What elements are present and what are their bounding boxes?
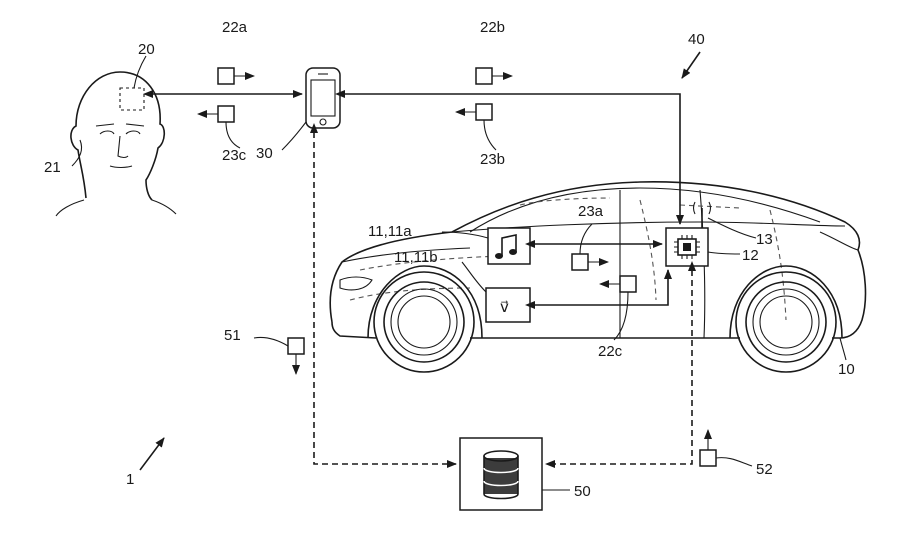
system-arrow-icon [139, 437, 165, 471]
label-23b: 23b [480, 151, 505, 168]
signal-23b [455, 103, 497, 151]
speed-device: v⃗ [485, 287, 531, 323]
signal-52 [699, 429, 753, 467]
rear-wheel [729, 265, 843, 373]
label-1: 1 [126, 471, 134, 488]
antenna-icon [692, 201, 712, 228]
music-device [487, 227, 531, 265]
label-23a: 23a [578, 203, 604, 220]
label-22c: 22c [598, 343, 623, 360]
database-icon [483, 450, 519, 500]
front-wheel [367, 265, 483, 373]
label-22a: 22a [222, 19, 248, 36]
label-52: 52 [756, 461, 773, 478]
signal-23a [571, 223, 609, 271]
arrow-icon [681, 51, 701, 79]
head-icon [55, 71, 177, 217]
label-11a: 11,11a [368, 223, 412, 240]
label-23c: 23c [222, 147, 247, 164]
label-11b: 11,11b [394, 249, 438, 266]
signal-22c [599, 275, 637, 341]
leader-20 [133, 55, 147, 89]
leader-11a [441, 231, 489, 239]
label-12: 12 [742, 247, 759, 264]
label-13: 13 [756, 231, 773, 248]
label-10: 10 [838, 361, 855, 378]
signal-51 [253, 336, 305, 375]
link-phone-server [310, 123, 457, 468]
signal-22b [475, 67, 513, 85]
leader-30 [281, 121, 307, 151]
link-speed-control [525, 269, 672, 309]
head-sensor-box [119, 87, 145, 111]
label-40: 40 [688, 31, 705, 48]
label-51: 51 [224, 327, 241, 344]
leader-21 [71, 139, 83, 167]
link-control-server [545, 261, 696, 468]
leader-11b [461, 261, 487, 293]
link-phone-control-unit [335, 90, 684, 225]
smartphone-icon [305, 67, 341, 129]
label-30: 30 [256, 145, 273, 162]
label-22b: 22b [480, 19, 505, 36]
label-21: 21 [44, 159, 61, 176]
server [459, 437, 543, 511]
label-20: 20 [138, 41, 155, 58]
signal-22a [217, 67, 255, 85]
leader-10 [839, 337, 847, 361]
vehicle-headlight [339, 276, 373, 291]
speed-symbol: v⃗ [500, 299, 509, 316]
leader-13 [707, 217, 757, 239]
signal-23c [197, 105, 241, 149]
leader-12 [707, 251, 741, 255]
vehicle-trunk-line [819, 231, 859, 251]
music-note-icon [495, 234, 517, 259]
chip-icon [674, 235, 700, 259]
label-50: 50 [574, 483, 591, 500]
control-unit [665, 201, 712, 267]
